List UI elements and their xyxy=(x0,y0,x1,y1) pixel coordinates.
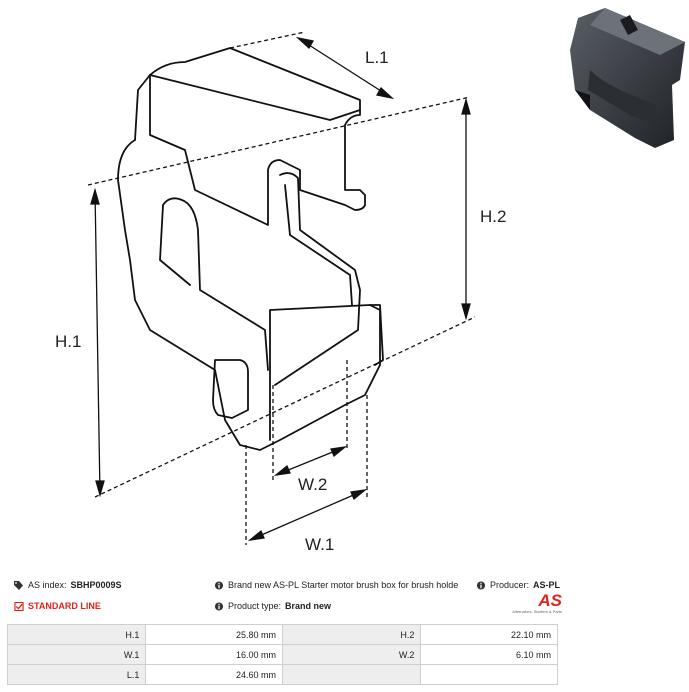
check-square-icon xyxy=(14,601,24,611)
w1-arrow-right xyxy=(350,489,368,501)
part-right-tab xyxy=(369,304,384,366)
h1-label: H.1 xyxy=(55,332,81,351)
h1-ext-bottom xyxy=(94,316,476,498)
product-photo xyxy=(570,8,685,148)
as-index-value: SBHP0009S xyxy=(70,580,122,590)
l1-arrow-bottom xyxy=(375,86,395,100)
as-pl-logo: AS Alternators, Starters & Parts xyxy=(506,591,562,619)
w2-arrow-left xyxy=(273,464,291,476)
spec-value: 25.80 mm xyxy=(145,624,283,645)
as-index-label: AS index: xyxy=(28,580,67,590)
spec-label: L.1 xyxy=(6,664,147,685)
spec-label: W.1 xyxy=(6,644,147,665)
spec-label: H.1 xyxy=(6,624,147,645)
logo-tagline: Alternators, Starters & Parts xyxy=(512,609,562,614)
spec-label: W.2 xyxy=(281,644,422,665)
w2-label: W.2 xyxy=(298,475,327,494)
spec-value: 24.60 mm xyxy=(145,664,283,685)
spec-value: 6.10 mm xyxy=(420,644,558,665)
producer-row: Producer: AS-PL xyxy=(476,580,561,590)
w1-arrow-left xyxy=(247,529,265,541)
w1-label: W.1 xyxy=(305,535,334,554)
standard-line-label: STANDARD LINE xyxy=(28,601,101,611)
spec-label xyxy=(281,664,422,685)
l1-label: L.1 xyxy=(365,48,389,67)
specs-table: H.1 25.80 mm H.2 22.10 mm W.1 16.00 mm W… xyxy=(6,624,558,685)
part-foot-tab xyxy=(212,359,249,419)
tags-icon xyxy=(14,580,23,590)
h1-dimension-line xyxy=(94,189,101,496)
description-row: Brand new AS-PL Starter motor brush box … xyxy=(214,580,458,590)
part-outline-top xyxy=(149,47,366,226)
info-icon xyxy=(476,580,486,590)
h2-label: H.2 xyxy=(480,207,506,226)
h2-arrow-top xyxy=(461,97,471,115)
info-icon xyxy=(214,601,224,611)
as-index-row: AS index: SBHP0009S xyxy=(14,580,122,590)
product-type-label: Product type: xyxy=(228,601,282,611)
producer-value: AS-PL xyxy=(533,580,561,590)
h1-arrow-bottom xyxy=(95,480,105,498)
standard-line-row: STANDARD LINE xyxy=(14,601,101,611)
spec-value: 22.10 mm xyxy=(420,624,558,645)
table-row: W.1 16.00 mm W.2 6.10 mm xyxy=(6,644,558,665)
description-text: Brand new AS-PL Starter motor brush box … xyxy=(228,580,459,590)
w1-dimension-line xyxy=(249,489,366,541)
w2-arrow-right xyxy=(330,446,348,458)
part-inner-slot xyxy=(159,197,269,371)
table-row: L.1 24.60 mm xyxy=(6,664,558,685)
h1-ext-top xyxy=(87,96,471,186)
part-top-edge-2 xyxy=(134,74,151,141)
l1-dimension-line xyxy=(297,37,393,99)
part-outline-body xyxy=(117,139,381,451)
producer-label: Producer: xyxy=(490,580,530,590)
info-icon xyxy=(214,580,224,590)
logo-text: AS xyxy=(538,591,562,610)
part-top-edge xyxy=(149,74,361,121)
h2-arrow-bottom xyxy=(461,303,471,321)
spec-label: H.2 xyxy=(281,624,422,645)
l1-ext-left xyxy=(229,31,306,49)
product-type-value: Brand new xyxy=(285,601,332,611)
l1-arrow-top xyxy=(295,36,315,50)
part-inner-channel xyxy=(274,172,361,386)
spec-value: 16.00 mm xyxy=(145,644,283,665)
table-row: H.1 25.80 mm H.2 22.10 mm xyxy=(6,624,558,645)
spec-value xyxy=(420,664,558,685)
product-type-row: Product type: Brand new xyxy=(214,601,331,611)
technical-drawing: L.1 H.1 H.2 W.1 W.2 xyxy=(55,31,506,554)
h1-arrow-top xyxy=(90,187,100,205)
part-side-lip xyxy=(284,184,353,306)
